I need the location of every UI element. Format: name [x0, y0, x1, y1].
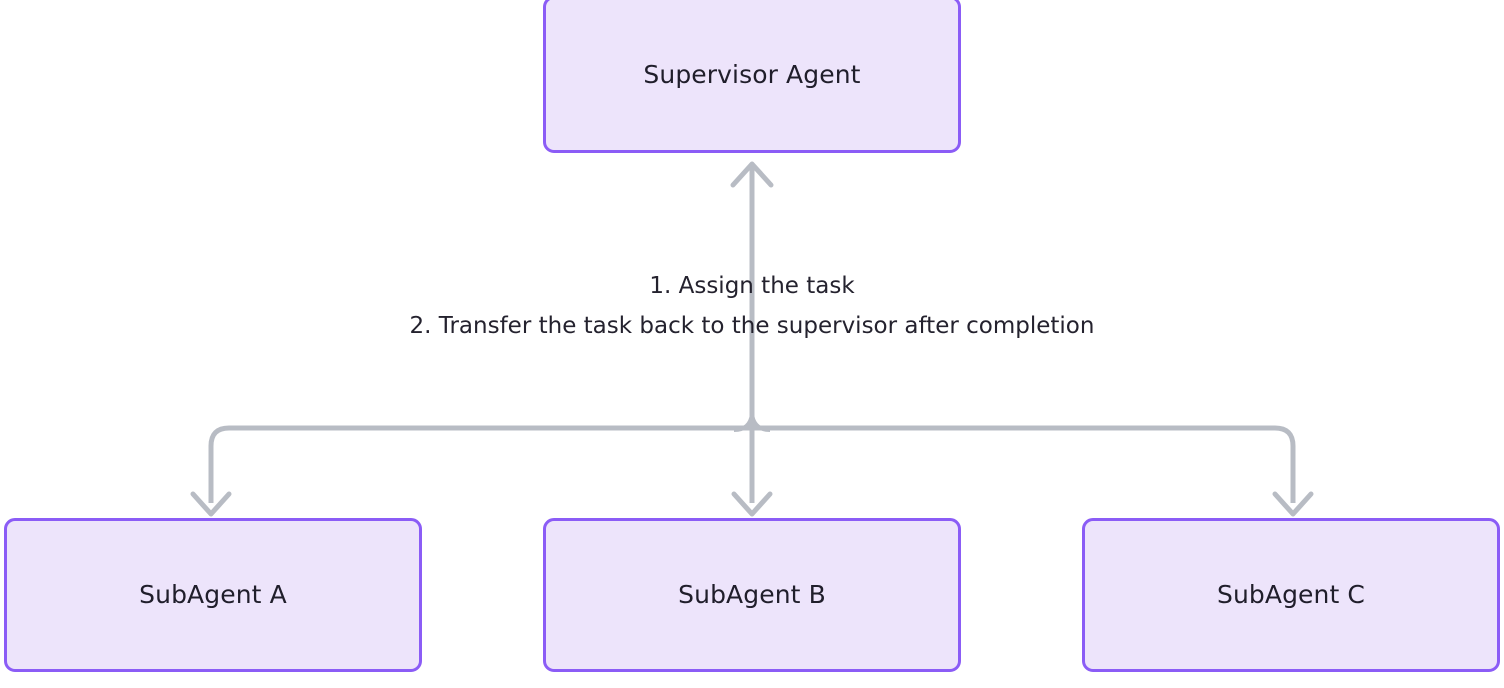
edge-junction-fillet-right [750, 413, 771, 432]
node-subagent-b[interactable]: SubAgent B [543, 518, 961, 672]
node-subagent-c-label: SubAgent C [1217, 580, 1365, 609]
node-supervisor-agent-label: Supervisor Agent [643, 59, 861, 89]
arrow-down-icon-subagent-c [1272, 491, 1314, 517]
edge-junction-fillet-left [733, 413, 754, 432]
node-subagent-a-label: SubAgent A [139, 580, 287, 609]
edge-label-line-2: 2. Transfer the task back to the supervi… [409, 313, 1095, 339]
edge-branch-bar [208, 425, 1296, 503]
node-subagent-c[interactable]: SubAgent C [1082, 518, 1500, 672]
edge-label: 1. Assign the task 2. Transfer the task … [0, 266, 1504, 346]
node-subagent-a[interactable]: SubAgent A [4, 518, 422, 672]
arrow-down-icon-subagent-a [190, 491, 232, 517]
arrow-down-icon-subagent-b [731, 491, 773, 517]
node-subagent-b-label: SubAgent B [678, 580, 826, 609]
node-supervisor-agent[interactable]: Supervisor Agent [543, 0, 961, 153]
arrow-up-icon [730, 161, 774, 188]
edge-label-line-1: 1. Assign the task [649, 273, 855, 299]
